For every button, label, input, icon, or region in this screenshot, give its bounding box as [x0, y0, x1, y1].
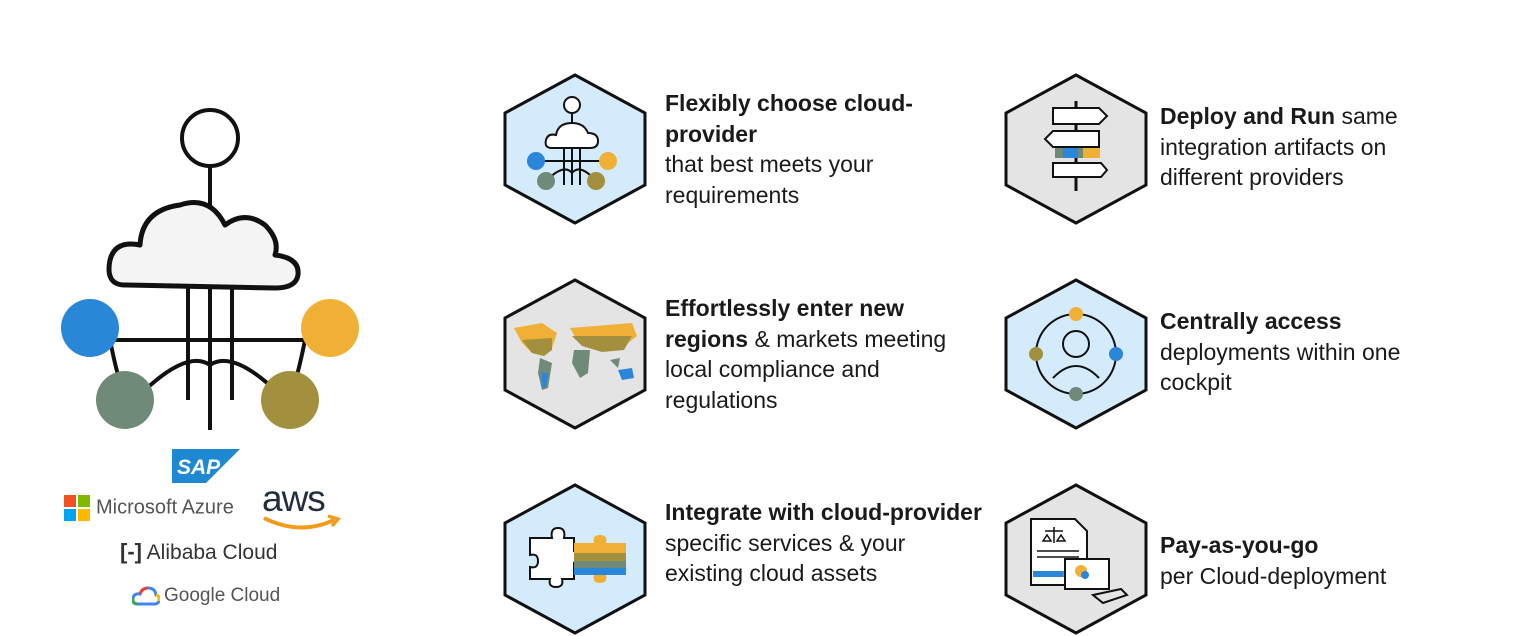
google-cloud-icon	[131, 586, 161, 606]
feature-integrate-text: Integrate with cloud-provider specific s…	[665, 497, 985, 589]
alibaba-cloud-logo: [-] Alibaba Cloud	[120, 539, 277, 565]
cloud-network-hero-icon	[61, 108, 359, 430]
alibaba-bracket-icon: [-]	[120, 539, 142, 564]
user-orbit-icon	[1004, 278, 1148, 430]
feature-integrate-rest: specific services & your existing cloud …	[665, 529, 906, 587]
feature-pay-bold: Pay-as-you-go	[1160, 532, 1319, 558]
microsoft-azure-logo: Microsoft Azure	[64, 495, 234, 521]
feature-integrate-bold: Integrate with cloud-provider	[665, 499, 982, 525]
puzzle-icon	[503, 483, 647, 635]
sap-logo: SAP	[172, 449, 242, 488]
feature-pay-rest: per Cloud-deployment	[1160, 562, 1387, 589]
signpost-icon	[1004, 73, 1148, 225]
feature-regions-text: Effortlessly enter new regions & markets…	[665, 293, 985, 415]
feature-access-rest: deployments within one cockpit	[1160, 338, 1401, 396]
aws-smile-icon	[263, 514, 342, 530]
google-cloud-logo: Google Cloud	[131, 585, 281, 607]
feature-regions-bold: Effortlessly enter new regions	[665, 295, 905, 352]
feature-access-text: Centrally access deployments within one …	[1160, 306, 1450, 398]
feature-choose-bold: Flexibly choose cloud-provider	[665, 90, 913, 147]
feature-regions-rest: & markets meeting local compliance and r…	[665, 325, 947, 413]
feature-access-bold: Centrally access	[1160, 308, 1342, 334]
alibaba-label: Alibaba Cloud	[146, 541, 278, 564]
aws-label: aws	[262, 478, 326, 519]
azure-label: Microsoft Azure	[96, 496, 234, 519]
cloud-network-icon	[503, 73, 647, 225]
aws-logo: aws	[262, 478, 342, 530]
contract-payment-icon	[1004, 483, 1148, 635]
feature-choose-text: Flexibly choose cloud-provider that best…	[665, 88, 935, 210]
microsoft-squares-icon	[64, 495, 90, 521]
feature-pay-text: Pay-as-you-go per Cloud-deployment	[1160, 530, 1450, 591]
google-cloud-label: Google Cloud	[164, 585, 281, 606]
feature-deploy-rest: same integration artifacts on different …	[1160, 103, 1398, 190]
feature-deploy-bold: Deploy and Run	[1160, 103, 1336, 129]
feature-choose-rest: that best meets your requirements	[665, 151, 874, 208]
world-map-icon	[503, 278, 647, 430]
feature-deploy-text: Deploy and Run same integration artifact…	[1160, 101, 1450, 193]
svg-text:SAP: SAP	[177, 456, 221, 479]
